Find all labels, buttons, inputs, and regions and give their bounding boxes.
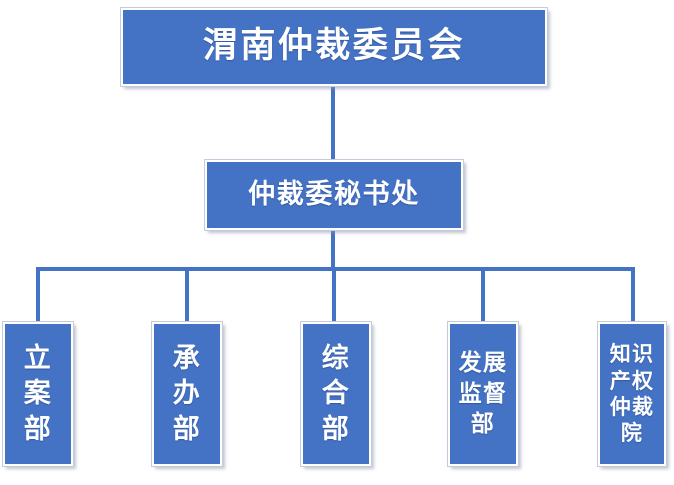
connector-drop-ip <box>631 267 635 324</box>
org-node-root-label: 渭南仲裁委员会 <box>202 26 466 67</box>
org-node-handling-department[interactable]: 承 办 部 <box>151 321 223 467</box>
connector-secretariat-stem <box>331 228 335 270</box>
org-node-general-department[interactable]: 综 合 部 <box>300 321 372 467</box>
org-node-filing-department-label: 立 案 部 <box>23 343 53 445</box>
org-node-filing-department[interactable]: 立 案 部 <box>2 321 74 467</box>
connector-drop-handling <box>185 267 189 324</box>
org-node-ip-arbitration-institute-label: 知识 产权 仲裁 院 <box>609 342 655 446</box>
connector-drop-filing <box>36 267 40 324</box>
org-node-root[interactable]: 渭南仲裁委员会 <box>120 7 548 87</box>
org-node-general-department-label: 综 合 部 <box>321 343 351 445</box>
org-node-ip-arbitration-institute[interactable]: 知识 产权 仲裁 院 <box>597 321 667 467</box>
connector-drop-supervision <box>481 267 485 324</box>
org-node-development-supervision-department-label: 发展 监督 部 <box>458 350 508 438</box>
connector-drop-general <box>332 267 336 324</box>
org-node-secretariat-label: 仲裁委秘书处 <box>248 179 420 211</box>
org-node-development-supervision-department[interactable]: 发展 监督 部 <box>447 321 519 467</box>
org-node-handling-department-label: 承 办 部 <box>172 343 202 445</box>
org-node-secretariat[interactable]: 仲裁委秘书处 <box>204 159 464 231</box>
connector-root-to-secretariat <box>331 86 335 162</box>
